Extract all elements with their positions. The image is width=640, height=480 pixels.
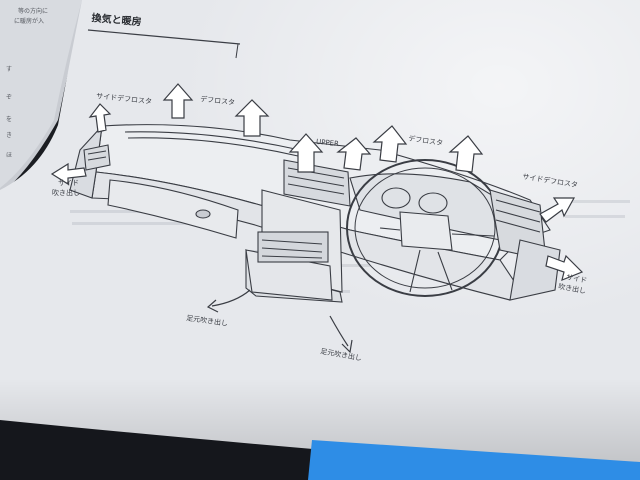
left-page-line: ほ [6, 152, 13, 159]
left-page-line: ぞ [6, 94, 13, 101]
arrow-side-vent-left [50, 162, 87, 186]
heading-rule [87, 29, 241, 45]
arrow-side-defroster-right [539, 197, 576, 223]
arrow-defroster-center [234, 99, 270, 137]
left-page-line: を [6, 116, 13, 123]
airflow-arrows [50, 83, 584, 281]
left-page-line: に暖房が入 [14, 18, 45, 25]
foot-vent-arrows [206, 289, 353, 354]
arrow-upper-2 [336, 137, 372, 171]
left-page-line: き [6, 132, 13, 139]
arrow-defroster-left [162, 83, 194, 119]
arrow-defroster-right [372, 125, 408, 163]
arrow-side-defroster-left [88, 103, 112, 133]
label-side-vent-left-2: 吹き出し [52, 189, 80, 197]
left-page-line: す [6, 66, 13, 73]
left-page-line: 等の方向に [18, 8, 49, 15]
arrow-defroster-far-right [448, 135, 484, 173]
label-side-vent-left-1: サイド [58, 179, 79, 187]
blue-tab-bar [308, 440, 640, 480]
arrow-side-vent-right [545, 254, 584, 281]
arrow-upper-1 [288, 133, 324, 173]
